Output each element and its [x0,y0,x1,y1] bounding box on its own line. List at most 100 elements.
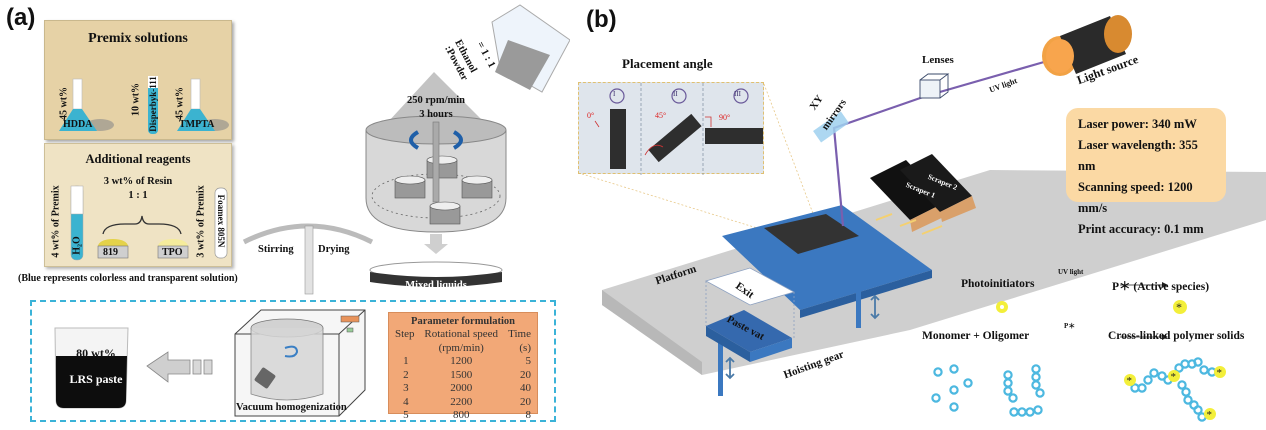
oligomer-unit [1003,386,1013,396]
disperbyk-label: Disperbyk-111 [148,76,158,132]
monomer-molecule [949,402,959,412]
reaction-2-reactant: Monomer + Oligomer [922,330,1030,342]
oligomer-unit [1025,407,1035,417]
unit-speed: (rpm/min) [438,341,484,354]
cell-step: 2 [403,368,409,381]
placement-angle-box: I II III 0° 45° 90° [578,82,764,175]
placement-angle-title: Placement angle [622,56,713,71]
asterisk-icon: * [1217,367,1223,379]
numeral-ii-badge [671,88,687,104]
angle-90: 90° [719,113,731,122]
polymer-unit [1137,383,1147,393]
mixed-liquids-label: Mixed liquids [405,280,467,291]
monomer-molecule [949,385,959,395]
numeral-ii: II [673,90,678,98]
oligomer-unit [1017,407,1027,417]
table-units-row: (rpm/min) (s) [393,342,533,356]
homogenization-dashed-box [30,300,556,422]
disperbyk-amount: 10 wt% [130,82,142,117]
cell-speed: 1500 [450,368,473,381]
monomer-molecule [931,393,941,403]
tmpta-label: TMPTA [179,119,215,130]
reaction-1-condition: UV light [1058,268,1084,276]
additional-reagent-icons [70,185,228,261]
polymer-unit [1193,357,1203,367]
left-arrow-icon [146,351,213,383]
drying-label: Drying [318,244,350,255]
scraper-motion-arrows [875,213,943,235]
cell-speed: 800 [452,409,470,421]
lrs-paste-beaker-icon [54,327,129,409]
print-accuracy: Print accuracy: 0.1 mm [1078,222,1204,236]
sample-90deg [705,128,763,144]
unit-time: (s) [519,341,531,354]
foamex-tube-icon [214,187,228,259]
stirring-drying-arrow-icon [242,223,374,295]
additional-title: Additional reagents [85,152,191,166]
lenses-label: Lenses [922,54,954,66]
hdda-flask-icon [59,78,114,131]
mixed-liquids-dish-icon [369,261,503,287]
monomer-molecule [949,364,959,374]
mill-speed: 250 rpm/min [406,95,466,106]
header-time: Time [508,328,531,340]
oligomer-unit [1031,372,1041,382]
panel-a-label: (a) [6,4,36,31]
cell-time: 20 [520,368,531,381]
laser-power: Laser power: 340 mW [1078,117,1197,131]
resin-ratio-line1: 3 wt% of Resin [103,176,173,187]
premix-title: Premix solutions [88,31,188,46]
oligomer-chain [1003,364,1045,417]
reaction-1-reactant: Photoinitiators [961,278,1035,290]
cell-step: 1 [403,355,409,367]
parameter-title: Parameter formulation [411,316,515,327]
angle-0: 0° [587,111,595,120]
reaction-2-condition: P＊ [1064,322,1076,330]
water-label: H₂O [71,236,83,255]
unit-step [393,342,419,356]
active-species-node [1204,408,1216,420]
scraper-icon [870,154,976,232]
asterisk-icon: * [1207,409,1213,421]
parameter-formulation-table: Parameter formulation Step Rotational sp… [388,312,538,421]
cell-step: 4 [403,395,409,408]
resin-ratio-line2: 1 : 1 [128,190,148,201]
cell-time: 40 [520,382,531,394]
vat-hoist-post [718,340,723,396]
numeral-iii: III [734,90,741,98]
printer-scene: * **** [581,15,1266,422]
laser-specs-box: Laser power: 340 mW Laser wavelength: 35… [1066,108,1226,236]
header-speed: Rotational speed [424,328,499,340]
laser-wavelength: Laser wavelength: 355 nm [1078,138,1198,173]
ball-mill-diagram [242,4,570,295]
oligomer-unit [1033,405,1043,415]
polymer-unit [1181,387,1191,397]
monomer-molecules [931,364,973,412]
table-header-row: Step Rotational speed Time [393,328,533,342]
oligomer-unit [1035,388,1045,398]
tmpta-flask-icon [177,78,229,131]
active-species-icon [1173,300,1187,314]
vacuum-homogenizer-icon [234,309,366,417]
819-label: 819 [103,247,118,258]
sample-0deg [610,109,626,169]
photoinitiator-tpo-icon [157,239,189,259]
rotate-left-icon [409,130,420,150]
numeral-iii-badge [733,88,749,104]
panel-b-label: (b) [586,6,617,33]
oligomer-unit [1003,370,1013,380]
active-species-node [1214,366,1226,378]
uv-beam [832,60,1045,227]
monomer-molecule [963,378,973,388]
cell-time: 8 [525,409,532,421]
numeral-i: I [613,90,616,98]
reaction-2-product: Cross-linked polymer solids [1108,330,1245,342]
additional-reagents-box: Additional reagents 4 wt% of Premix H₂O … [44,143,232,267]
premix-flasks [59,76,229,134]
cell-speed: 2200 [450,395,473,408]
hdda-amount: 45 wt% [58,86,70,121]
